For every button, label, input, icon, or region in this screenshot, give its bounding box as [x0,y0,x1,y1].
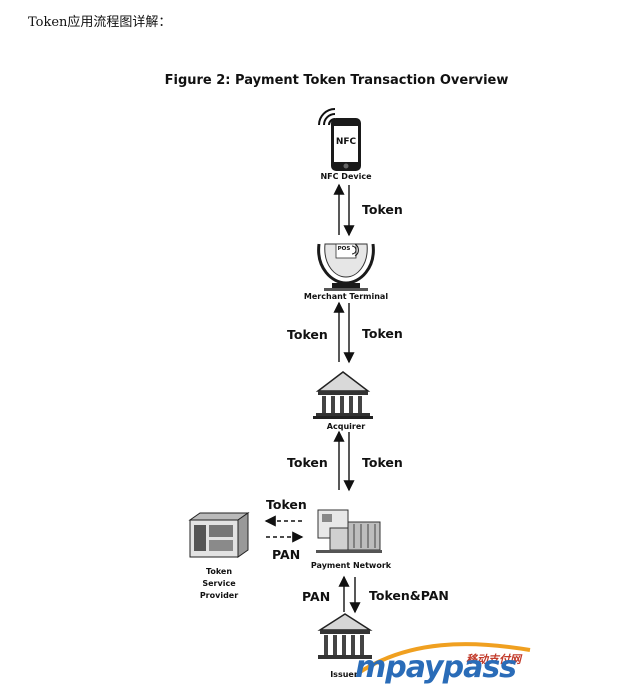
payment-network-caption: Payment Network [310,561,392,570]
edge-terminal-acquirer [333,301,355,364]
edge-acquirer-network [333,430,355,492]
token-service-provider-icon [188,512,250,558]
edge-label-terminal-acquirer-left: Token [287,327,328,342]
edge-label-network-issuer-left: PAN [302,589,331,604]
merchant-terminal-icon [317,243,375,291]
watermark-swoosh [358,642,531,674]
edge-label-acquirer-network-left: Token [287,455,328,470]
issuer-caption: Issuer [330,670,358,679]
edge-label-acquirer-network-right: Token [362,455,403,470]
edge-network-issuer [338,575,361,614]
figure-title: Figure 2: Payment Token Transaction Over… [164,73,509,88]
edge-nfc-terminal [333,183,355,237]
pos-screen-text: POS [337,246,351,252]
payment-network-icon [316,509,382,553]
nfc-device-caption: NFC Device [320,172,372,181]
token-service-provider-caption: Token Service Provider [199,567,239,600]
nfc-screen-text: NFC [335,137,357,147]
edge-network-tsp [264,515,304,543]
watermark-logo: mpaypass [355,650,517,685]
edge-label-network-tsp-top: Token [266,497,307,512]
intro-text: Token应用流程图详解： [28,15,172,30]
acquirer-caption: Acquirer [326,422,366,431]
edge-label-network-tsp-bottom: PAN [272,547,301,562]
edge-label-nfc-terminal-right: Token [362,202,403,217]
edge-label-network-issuer-right: Token&PAN [369,588,449,603]
watermark-cn: 移动支付网 [466,653,521,666]
edge-label-terminal-acquirer-right: Token [362,326,403,341]
issuer-bank-icon [317,613,373,659]
merchant-terminal-caption: Merchant Terminal [303,292,389,301]
nfc-device-icon [318,108,361,171]
acquirer-bank-icon [313,371,373,419]
